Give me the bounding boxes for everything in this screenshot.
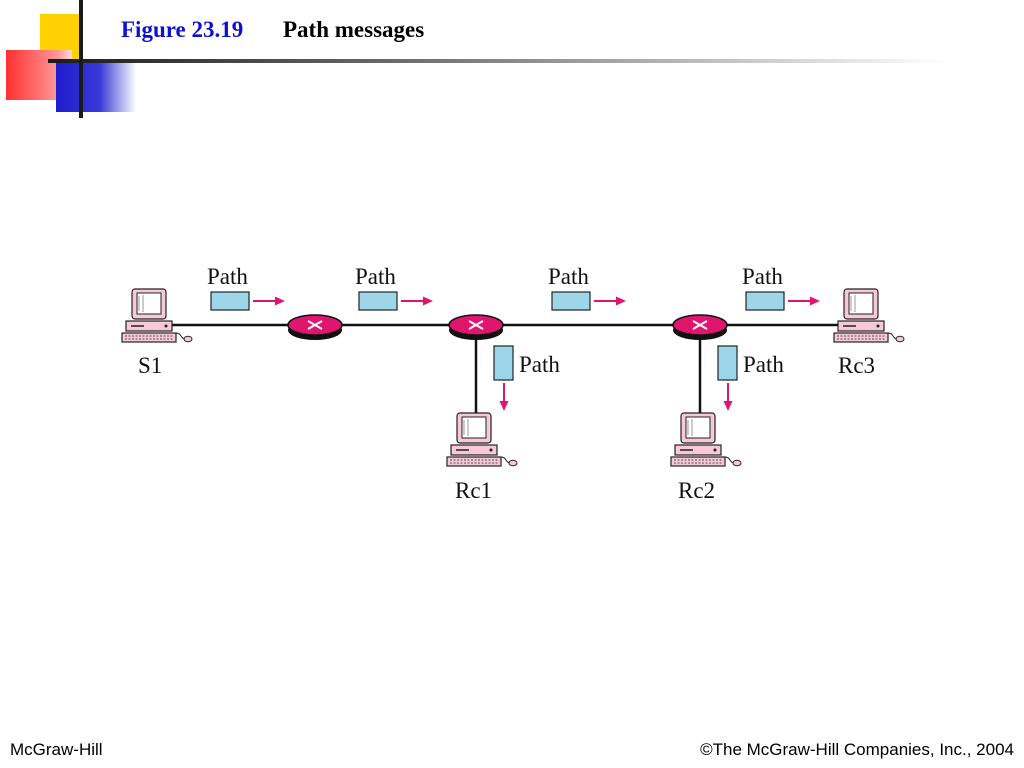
footer-publisher: McGraw-Hill: [10, 740, 103, 759]
host-rc3-computer-icon: [833, 288, 905, 343]
router-1-icon: [287, 314, 343, 341]
path-packet-6: [717, 345, 738, 381]
figure-caption: Path messages: [283, 17, 425, 42]
path-label-3: Path: [548, 264, 589, 289]
path-message-5: Path: [493, 345, 560, 411]
path-message-2: Path: [355, 264, 433, 311]
path-packet-3: [551, 291, 591, 311]
decor-horizontal-rule: [48, 59, 948, 63]
node-label-rc1: Rc1: [455, 478, 492, 503]
decor-vertical-rule: [79, 0, 83, 118]
path-arrowhead-1: [275, 296, 285, 306]
path-label-5: Path: [519, 352, 560, 377]
path-message-1: Path: [207, 264, 285, 311]
footer-copyright: ©The McGraw-Hill Companies, Inc., 2004: [700, 740, 1014, 759]
router-3-icon: [672, 314, 728, 341]
messages-layer: Path Path Path Path Path: [207, 264, 820, 411]
node-label-rc3: Rc3: [838, 353, 875, 378]
decor-blue-square: [56, 62, 136, 112]
path-label-2: Path: [355, 264, 396, 289]
path-arrowhead-3: [616, 296, 626, 306]
node-label-s1: S1: [138, 353, 162, 378]
path-arrowhead-6: [723, 401, 733, 411]
path-packet-2: [358, 291, 398, 311]
path-packet-1: [210, 291, 250, 311]
labels-layer: S1 Rc3 Rc1 Rc2: [138, 353, 875, 503]
figure-number: Figure 23.19: [121, 17, 244, 42]
path-arrowhead-5: [499, 401, 509, 411]
host-s1-computer-icon: [121, 288, 193, 343]
path-label-6: Path: [743, 352, 784, 377]
host-rc1-computer-icon: [446, 412, 518, 467]
path-label-4: Path: [742, 264, 783, 289]
path-arrowhead-4: [810, 296, 820, 306]
host-rc2-computer-icon: [670, 412, 742, 467]
path-message-6: Path: [717, 345, 784, 411]
path-message-4: Path: [742, 264, 820, 311]
path-label-1: Path: [207, 264, 248, 289]
path-arrowhead-2: [423, 296, 433, 306]
path-packet-4: [745, 291, 785, 311]
edges-layer: [148, 323, 845, 420]
path-message-3: Path: [548, 264, 626, 311]
node-label-rc2: Rc2: [678, 478, 715, 503]
router-2-icon: [448, 314, 504, 341]
path-packet-5: [493, 345, 514, 381]
